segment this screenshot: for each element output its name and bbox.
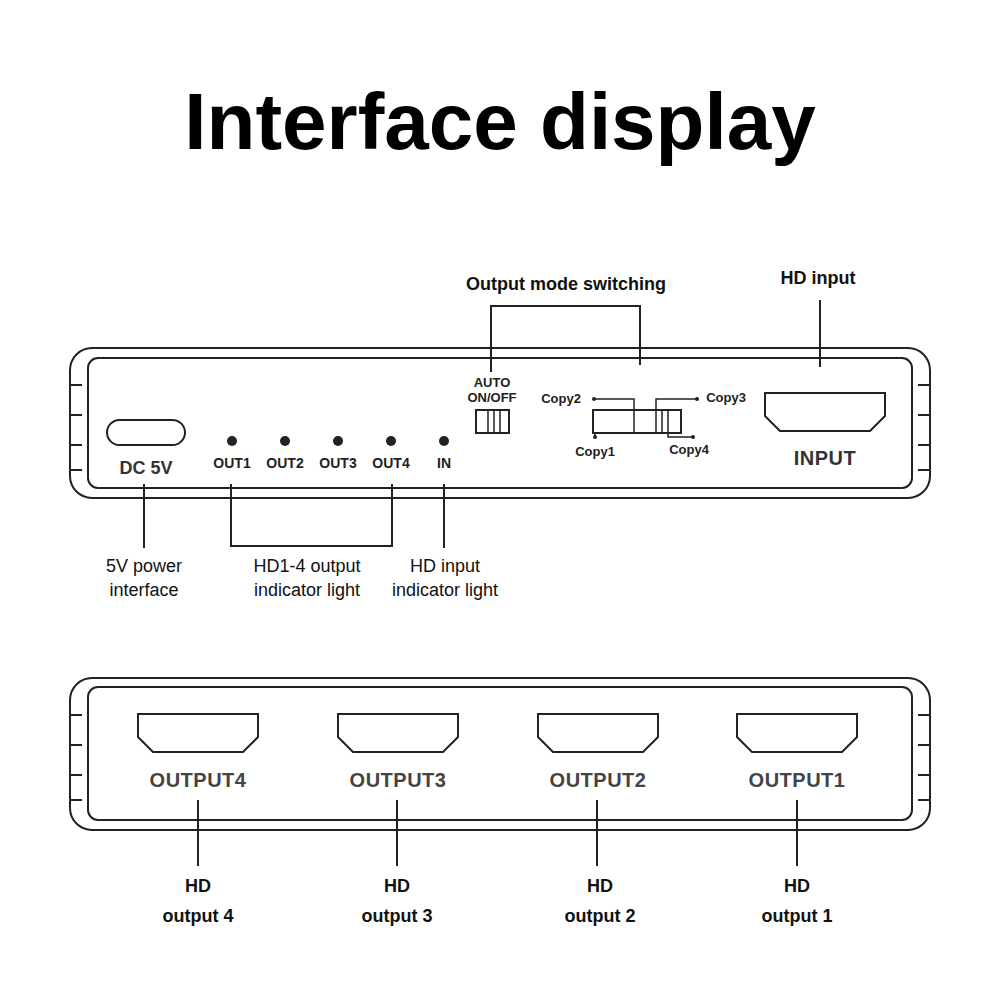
callout-label: HD output 1 <box>756 871 838 931</box>
led-label: OUT2 <box>260 455 310 472</box>
callout-label: HD input indicator light <box>379 554 511 602</box>
callout-label: HD output 3 <box>356 871 438 931</box>
copy-switch <box>593 410 681 433</box>
housing-outline <box>70 348 930 498</box>
switch-label: Copy4 <box>659 442 719 457</box>
port-label: DC 5V <box>106 457 186 479</box>
hdmi-port <box>338 714 458 752</box>
housing-panel <box>88 687 912 820</box>
hdmi-port <box>538 714 658 752</box>
title: Interface display <box>50 82 950 162</box>
hdmi-port <box>737 714 857 752</box>
callout-label: 5V power interface <box>87 554 202 602</box>
callout-label: Output mode switching <box>436 273 696 295</box>
led-label: OUT4 <box>366 455 416 472</box>
housing-fins <box>70 715 930 800</box>
port-label: OUTPUT4 <box>133 768 263 792</box>
callout-label: HD1-4 output indicator light <box>222 554 392 602</box>
callout-label: HD output 2 <box>559 871 641 931</box>
led-label: OUT3 <box>313 455 363 472</box>
callout-label: HD output 4 <box>157 871 239 931</box>
hdmi-port <box>138 714 258 752</box>
switch-label: AUTO ON/OFF <box>464 375 520 405</box>
callout-label: HD input <box>758 267 878 289</box>
port-label: OUTPUT2 <box>533 768 663 792</box>
port-label: OUTPUT1 <box>732 768 862 792</box>
leds <box>227 397 699 446</box>
power-port <box>107 420 185 445</box>
auto-switch <box>476 410 509 433</box>
housing-panel <box>88 358 912 488</box>
switch-label: Copy1 <box>565 444 625 459</box>
led-label: OUT1 <box>207 455 257 472</box>
switch-label: Copy3 <box>696 390 756 405</box>
port-label: INPUT <box>775 446 875 470</box>
port-label: OUTPUT3 <box>333 768 463 792</box>
hdmi-port <box>765 393 885 431</box>
led-label: IN <box>424 455 464 472</box>
switch-label: Copy2 <box>531 391 591 406</box>
